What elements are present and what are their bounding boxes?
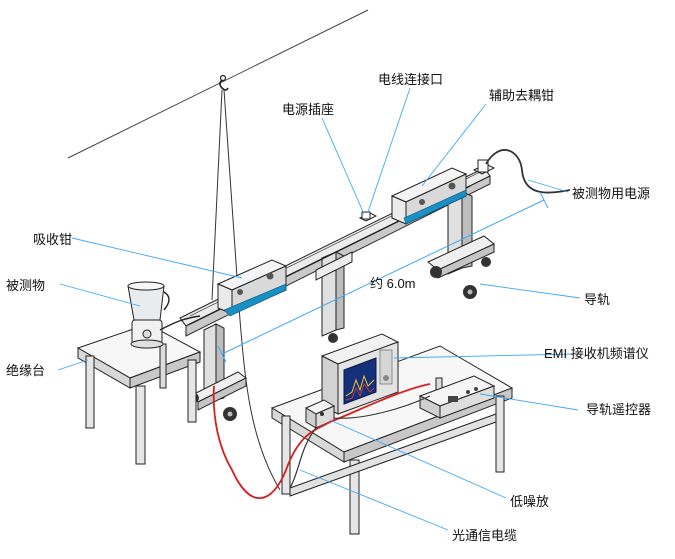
eut-cord — [159, 315, 201, 331]
absorbing-clamp — [216, 259, 288, 317]
emi-receiver — [320, 333, 400, 415]
fiber-optic-cable — [289, 427, 317, 489]
hook-ring — [219, 74, 227, 82]
leader-lna — [329, 419, 507, 499]
rail-end-bracket — [472, 159, 496, 175]
low-noise-amplifier — [304, 399, 336, 429]
label-power-connector: 电线连接口 — [378, 72, 443, 87]
label-insulating-table: 绝缘台 — [6, 363, 45, 378]
label-absorbing-clamp: 吸收钳 — [33, 232, 72, 247]
leader-rail — [479, 283, 581, 299]
leader-eut — [59, 283, 141, 307]
controller-cable — [333, 395, 431, 419]
leader-eut-power — [527, 179, 569, 193]
label-rail-controller: 导轨遥控器 — [586, 402, 651, 417]
label-eut: 被测物 — [6, 278, 45, 293]
hanging-rope-lower — [239, 319, 281, 491]
rf-cable — [212, 383, 431, 499]
leader-aux-clamp — [421, 103, 487, 187]
auxiliary-decoupling-clamp — [390, 167, 468, 225]
leader-power-socket — [321, 117, 365, 215]
leader-emi-receiver — [393, 353, 575, 359]
label-power-socket: 电源插座 — [282, 102, 334, 117]
leader-fiber-cable — [299, 469, 449, 531]
leader-insulating-table — [57, 359, 89, 371]
leader-rail-controller — [479, 393, 579, 411]
label-lna: 低噪放 — [510, 494, 549, 509]
hook-icon — [219, 79, 229, 91]
power-socket — [358, 211, 378, 222]
leader-absorbing-clamp — [71, 237, 243, 279]
leader-power-connector — [367, 87, 411, 213]
rail-stand-left — [189, 323, 247, 421]
label-distance: 约 6.0m — [370, 276, 416, 291]
distance-dimension-line — [217, 191, 549, 363]
rail-stand-middle — [315, 251, 353, 343]
label-aux-clamp: 辅助去耦钳 — [489, 88, 554, 103]
ceiling-wire — [67, 9, 369, 159]
test-table — [270, 345, 514, 535]
label-fiber-cable: 光通信电缆 — [452, 528, 517, 543]
label-emi-receiver: EMI 接收机频谱仪 — [544, 346, 649, 361]
blender-eut — [127, 281, 170, 349]
label-eut-power: 被测物用电源 — [572, 186, 650, 201]
label-rail: 导轨 — [584, 292, 610, 307]
eut-power-cable — [485, 149, 571, 194]
insulating-table — [76, 323, 202, 465]
